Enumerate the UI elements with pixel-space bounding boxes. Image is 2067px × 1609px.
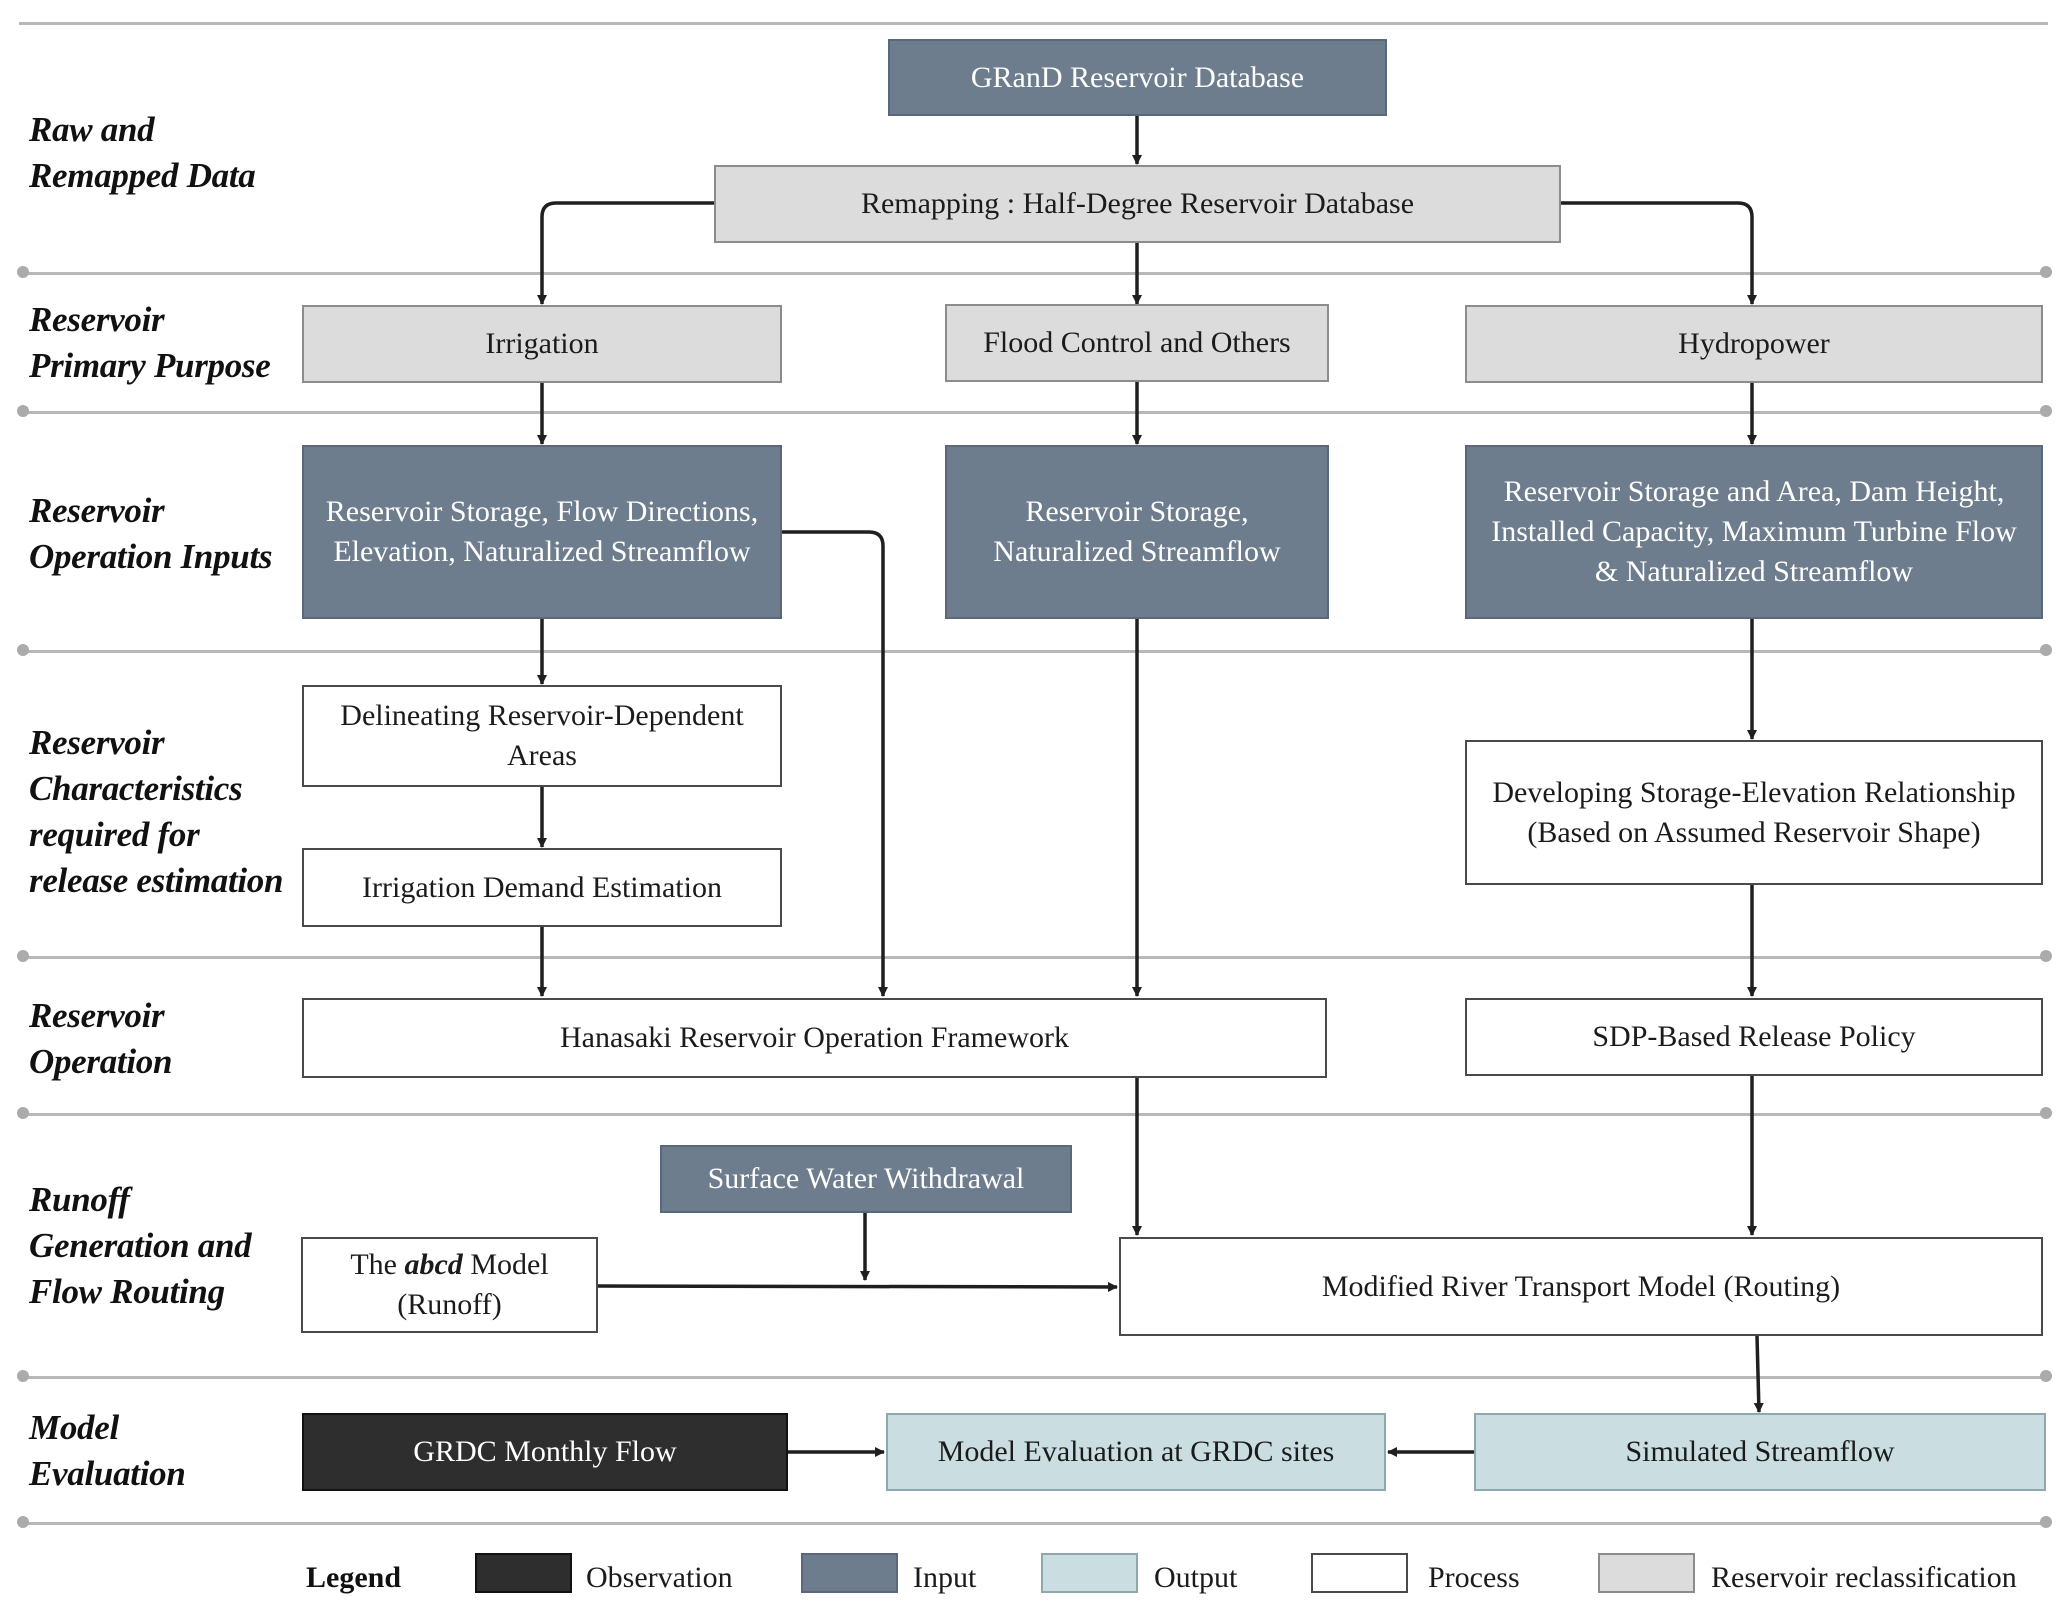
row-separator — [19, 411, 2048, 414]
legend-label-reclassification: Reservoir reclassification — [1711, 1561, 2017, 1594]
separator-dot — [17, 1370, 29, 1382]
node-flood-inputs: Reservoir Storage, Naturalized Streamflo… — [945, 445, 1329, 619]
node-grand-database: GRanD Reservoir Database — [888, 39, 1387, 116]
separator-dot — [2040, 405, 2052, 417]
arrow-irr-inputs-to-hanasaki — [782, 530, 888, 997]
separator-dot — [17, 644, 29, 656]
separator-dot — [2040, 1370, 2052, 1382]
separator-dot — [17, 405, 29, 417]
legend-swatch-process — [1311, 1553, 1408, 1593]
row-label-evaluation: Model Evaluation — [29, 1408, 186, 1493]
row-separator — [19, 1113, 2048, 1116]
row-separator — [19, 272, 2048, 275]
separator-dot — [17, 266, 29, 278]
node-hanasaki-framework: Hanasaki Reservoir Operation Framework — [302, 998, 1327, 1078]
row-separator — [19, 650, 2048, 653]
separator-dot — [17, 950, 29, 962]
legend-swatch-input — [801, 1553, 898, 1593]
arrow-remap-to-irrigation — [537, 201, 714, 305]
legend-label-process: Process — [1428, 1561, 1520, 1594]
arrow-rtm-to-simflow — [1753, 1335, 1764, 1413]
node-simulated-streamflow: Simulated Streamflow — [1474, 1413, 2046, 1491]
legend-title: Legend — [306, 1561, 402, 1594]
legend-label-output: Output — [1154, 1561, 1238, 1594]
node-model-evaluation: Model Evaluation at GRDC sites — [886, 1413, 1386, 1491]
node-storage-elevation: Developing Storage-Elevation Relationshi… — [1465, 740, 2043, 885]
legend-swatch-reclassification — [1598, 1553, 1695, 1593]
separator-dot — [2040, 950, 2052, 962]
node-irrigation: Irrigation — [302, 305, 782, 383]
row-separator — [19, 956, 2048, 959]
node-grdc-monthly-flow: GRDC Monthly Flow — [302, 1413, 788, 1491]
node-sdp-policy: SDP-Based Release Policy — [1465, 998, 2043, 1076]
node-river-transport-model: Modified River Transport Model (Routing) — [1119, 1237, 2043, 1336]
separator-dot — [2040, 1516, 2052, 1528]
row-separator — [19, 22, 2048, 25]
legend-label-input: Input — [913, 1561, 977, 1594]
legend-swatch-output — [1041, 1553, 1138, 1593]
separator-dot — [17, 1107, 29, 1119]
separator-dot — [2040, 644, 2052, 656]
node-irrigation-demand: Irrigation Demand Estimation — [302, 848, 782, 927]
row-label-operation: Reservoir Operation — [29, 996, 173, 1081]
node-surface-water-withdrawal: Surface Water Withdrawal — [660, 1145, 1072, 1213]
row-separator — [19, 1522, 2048, 1525]
arrow-abcd-to-rtm — [597, 1281, 1118, 1292]
row-label-characteristics: Reservoir Characteristics required for r… — [29, 723, 284, 900]
legend-label-observation: Observation — [586, 1561, 733, 1594]
legend-swatch-observation — [475, 1553, 572, 1593]
row-label-purpose: Reservoir Primary Purpose — [29, 300, 271, 385]
row-label-inputs: Reservoir Operation Inputs — [29, 491, 273, 576]
node-flood-control: Flood Control and Others — [945, 304, 1329, 382]
row-label-raw: Raw and Remapped Data — [29, 110, 256, 195]
row-label-runoff: Runoff Generation and Flow Routing — [29, 1180, 252, 1311]
node-remapping: Remapping : Half-Degree Reservoir Databa… — [714, 165, 1561, 243]
separator-dot — [17, 1516, 29, 1528]
node-delineating-areas: Delineating Reservoir-Dependent Areas — [302, 685, 782, 787]
node-hydro-inputs: Reservoir Storage and Area, Dam Height, … — [1465, 445, 2043, 619]
separator-dot — [2040, 1107, 2052, 1119]
node-hydropower: Hydropower — [1465, 305, 2043, 383]
row-separator — [19, 1376, 2048, 1379]
arrow-remap-to-hydro — [1561, 201, 1757, 305]
separator-dot — [2040, 266, 2052, 278]
node-abcd-model: The abcd Model (Runoff) — [301, 1237, 598, 1333]
node-irrigation-inputs: Reservoir Storage, Flow Directions, Elev… — [302, 445, 782, 619]
